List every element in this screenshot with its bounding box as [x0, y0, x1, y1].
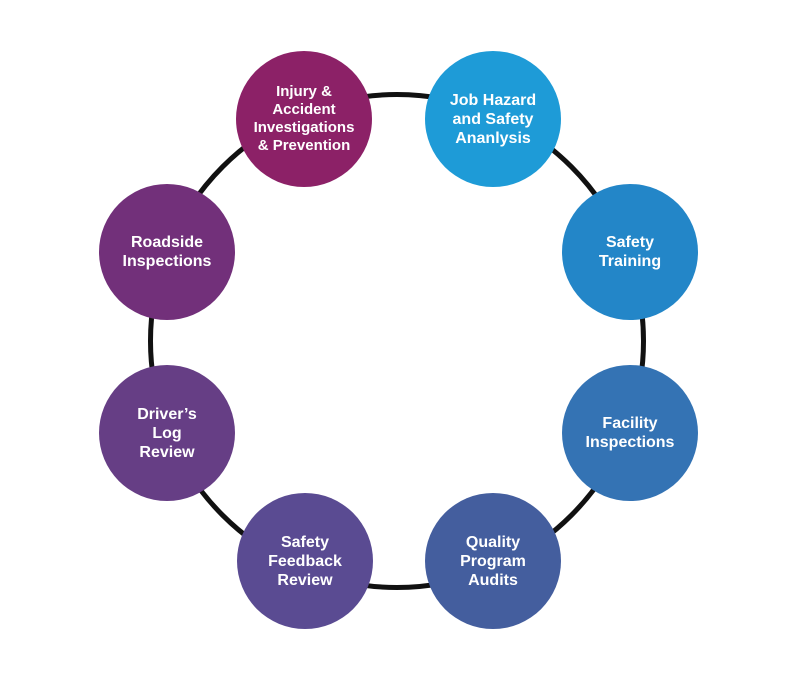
node-facility-inspections[interactable]: Facility Inspections — [562, 365, 698, 501]
node-label: Job Hazard and Safety Ananlysis — [449, 91, 537, 147]
node-label: Driver’s Log Review — [137, 405, 197, 461]
cycle-ring — [148, 92, 646, 590]
node-quality-program-audits[interactable]: Quality Program Audits — [425, 493, 561, 629]
node-safety-feedback-review[interactable]: Safety Feedback Review — [237, 493, 373, 629]
node-label: Injury & Accident Investigations & Preve… — [253, 83, 355, 154]
node-label: Quality Program Audits — [460, 533, 526, 589]
node-roadside-inspections[interactable]: Roadside Inspections — [99, 184, 235, 320]
node-safety-training[interactable]: Safety Training — [562, 184, 698, 320]
node-label: Roadside Inspections — [122, 234, 212, 270]
node-label: Safety Feedback Review — [268, 533, 342, 589]
node-label: Facility Inspections — [585, 415, 675, 451]
node-job-hazard-analysis[interactable]: Job Hazard and Safety Ananlysis — [425, 51, 561, 187]
node-injury-accident-investigations[interactable]: Injury & Accident Investigations & Preve… — [236, 51, 372, 187]
node-label: Safety Training — [598, 234, 662, 270]
node-drivers-log-review[interactable]: Driver’s Log Review — [99, 365, 235, 501]
